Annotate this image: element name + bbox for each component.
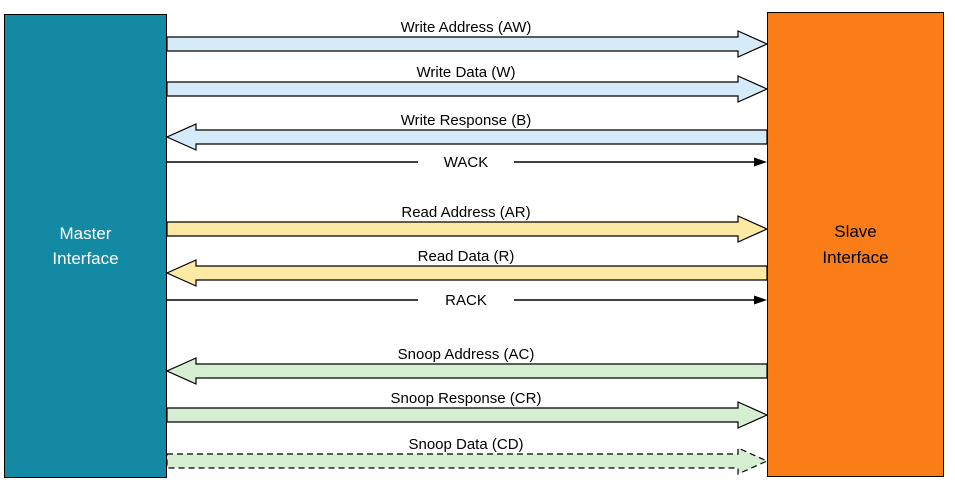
channel-line-arrowhead-wack (754, 157, 767, 167)
channel-arrow-write-data-w (166, 75, 769, 103)
channel-arrow-write-response-b (165, 123, 768, 151)
channel-label-snoop-data-cd: Snoop Data (CD) (408, 436, 523, 453)
channel-label-snoop-response-cr: Snoop Response (CR) (391, 390, 542, 407)
channel-arrow-read-data-r (165, 259, 768, 287)
channel-arrow-snoop-response-cr (166, 401, 769, 429)
channel-label-read-data-r: Read Data (R) (418, 248, 515, 265)
channel-line-arrowhead-rack (754, 295, 767, 305)
channel-label-read-address-ar: Read Address (AR) (401, 204, 530, 221)
channel-label-background-wack (418, 153, 514, 171)
slave-interface-label: Slave Interface (822, 222, 889, 267)
channel-arrow-read-address-ar (166, 215, 769, 243)
channel-label-write-data-w: Write Data (W) (417, 64, 516, 81)
channel-label-background-rack (418, 291, 514, 309)
channel-label-rack: RACK (445, 292, 487, 309)
channel-arrow-snoop-data-cd (166, 447, 769, 475)
channel-label-snoop-address-ac: Snoop Address (AC) (398, 346, 535, 363)
channel-label-write-address-aw: Write Address (AW) (401, 19, 532, 36)
channel-arrow-snoop-address-ac (165, 357, 768, 385)
slave-interface-box: Slave Interface (767, 12, 944, 477)
channel-label-wack: WACK (444, 154, 488, 171)
master-interface-label: Master Interface (52, 223, 119, 269)
channel-label-write-response-b: Write Response (B) (401, 112, 532, 129)
master-interface-box: Master Interface (4, 14, 167, 478)
channel-arrow-write-address-aw (166, 30, 769, 58)
